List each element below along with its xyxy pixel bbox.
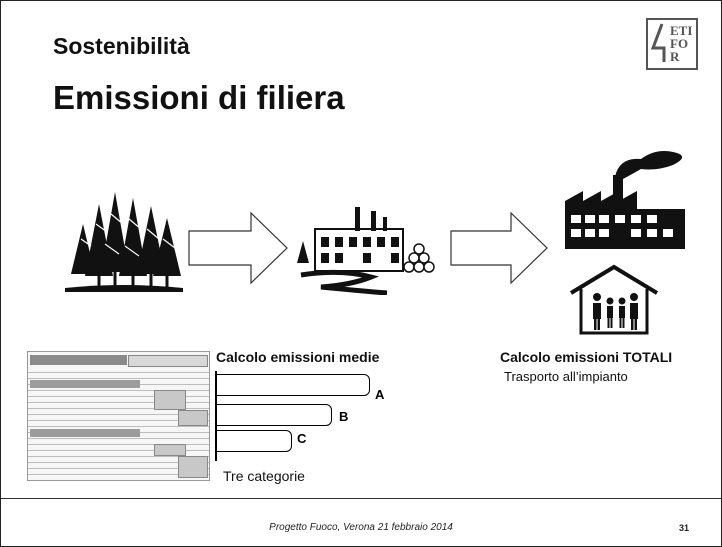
- svg-text:ETI: ETI: [670, 23, 692, 38]
- category-bar-b: [217, 404, 332, 426]
- right-arrow-icon: [450, 211, 548, 285]
- factory-icon: [565, 151, 685, 249]
- footer-caption: Progetto Fuoco, Verona 21 febbraio 2014: [269, 522, 453, 533]
- spreadsheet-cell-block: [178, 410, 208, 426]
- category-bar-c: [217, 430, 292, 452]
- category-label-b: B: [339, 409, 349, 424]
- spreadsheet-cell-block: [178, 456, 208, 478]
- trasporto-label: Trasporto all’impianto: [504, 369, 628, 384]
- forest-icon: [65, 192, 183, 292]
- slide-subtitle: Sostenibilità: [53, 33, 190, 59]
- category-axis: [215, 371, 217, 461]
- spreadsheet-cell-block: [154, 390, 186, 410]
- slide-title: Emissioni di filiera: [53, 79, 345, 116]
- tre-categorie-label: Tre categorie: [223, 468, 305, 484]
- sawmill-icon: [297, 207, 435, 295]
- page-number: 31: [679, 523, 690, 533]
- calcolo-emissioni-medie-label: Calcolo emissioni medie: [216, 349, 380, 365]
- spreadsheet-section-band: [30, 429, 140, 437]
- right-arrow-icon: [188, 211, 288, 285]
- category-label-c: C: [297, 431, 307, 446]
- spreadsheet-header-bar: [30, 355, 127, 365]
- svg-text:FO: FO: [670, 36, 688, 51]
- spreadsheet-section-band: [30, 380, 140, 388]
- footer-divider: [1, 498, 721, 499]
- spreadsheet-cell-block: [154, 444, 186, 456]
- calcolo-emissioni-totali-label: Calcolo emissioni TOTALI: [500, 349, 673, 365]
- category-label-a: A: [375, 387, 385, 402]
- spreadsheet-thumbnail: [27, 351, 210, 481]
- svg-text:R: R: [670, 49, 680, 64]
- etifor-logo: ETI FO R: [646, 18, 698, 70]
- family-house-icon: [569, 264, 659, 335]
- spreadsheet-title-cell: [128, 355, 208, 367]
- category-bar-a: [217, 374, 370, 396]
